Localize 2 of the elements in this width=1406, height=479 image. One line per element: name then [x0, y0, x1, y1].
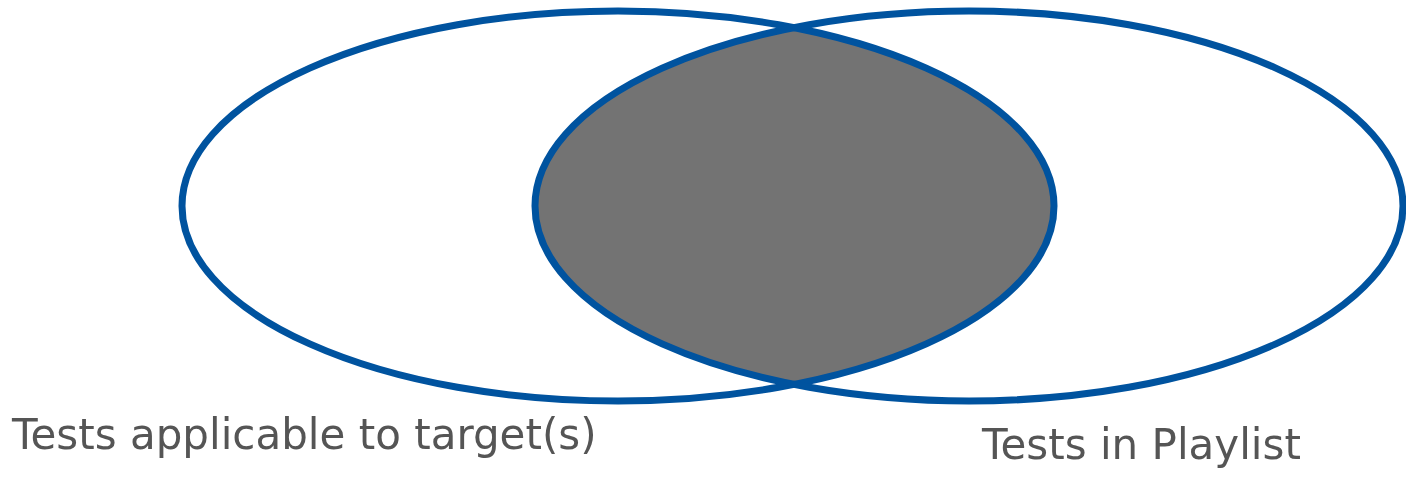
set-label: Tests applicable to target(s) [12, 414, 597, 456]
set-label: Tests in Playlist [982, 424, 1301, 466]
